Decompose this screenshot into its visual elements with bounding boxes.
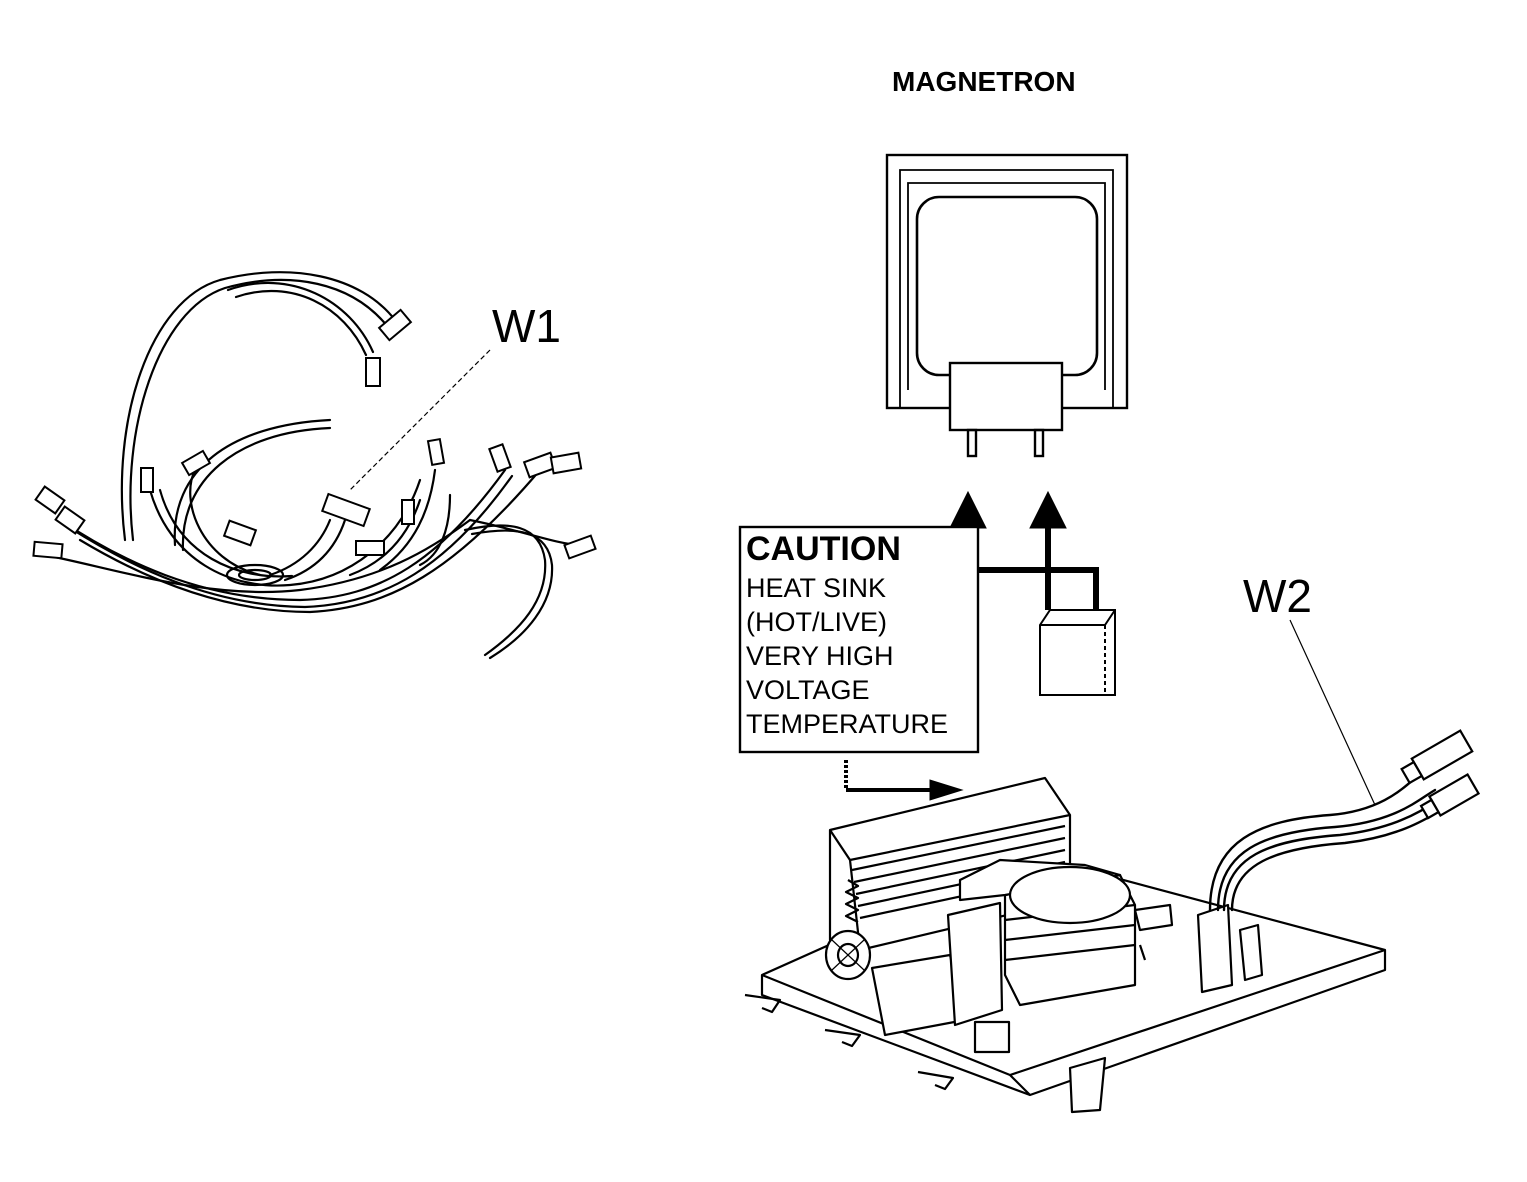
wire-harness-w1 (43, 271, 582, 660)
caution-line-4: VOLTAGE (746, 675, 870, 705)
caution-line-1: HEAT SINK (746, 573, 886, 603)
magnetron-label: MAGNETRON (892, 66, 1076, 97)
w1-leader-line (349, 349, 491, 491)
w2-leader-line (1289, 619, 1376, 806)
wire-w2 (1208, 768, 1452, 912)
magnetron-drawing (885, 153, 1129, 458)
caution-title: CAUTION (746, 530, 901, 568)
w1-label: W1 (492, 300, 561, 352)
wire-connectors-w1 (32, 308, 597, 560)
caution-line-5: TEMPERATURE (746, 709, 948, 739)
w2-label: W2 (1243, 570, 1312, 622)
caution-line-3: VERY HIGH (746, 641, 894, 671)
caution-box: CAUTION HEAT SINK (HOT/LIVE) VERY HIGH V… (738, 525, 980, 754)
heat-sink-arrow (844, 760, 964, 801)
capacitor-block (1039, 609, 1116, 696)
power-unit-drawing (744, 776, 1387, 1114)
wire-connectors-w2 (1400, 729, 1481, 820)
caution-line-2: (HOT/LIVE) (746, 607, 887, 637)
